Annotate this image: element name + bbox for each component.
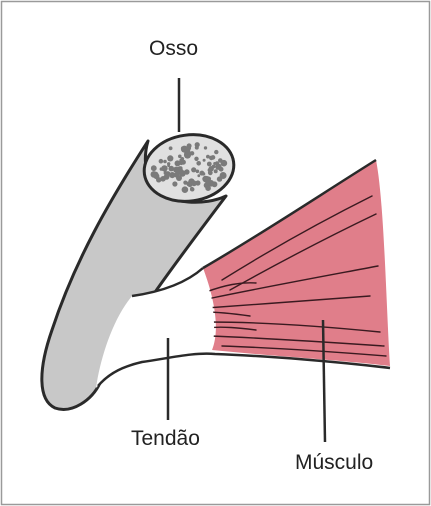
bone-pore	[191, 181, 195, 185]
bone-pore	[208, 166, 214, 172]
bone-pore	[163, 159, 167, 164]
bone-pore	[201, 172, 206, 176]
bone-pore	[207, 180, 215, 187]
bone-pore	[186, 143, 192, 149]
tendon-upper-edge	[131, 267, 204, 298]
muscle-fiber	[205, 295, 371, 309]
bone-pore	[161, 165, 168, 172]
bone-pore	[180, 157, 185, 161]
bone-pore	[168, 165, 175, 172]
bone-pore	[210, 155, 216, 160]
muscle-outline	[202, 158, 377, 270]
bone-pore	[190, 187, 195, 192]
bone-pore	[184, 170, 188, 174]
bone-pore	[214, 149, 219, 155]
bone-pore	[219, 172, 227, 179]
bone-pore	[214, 161, 220, 166]
bone-pore	[186, 181, 192, 187]
muscle-fibers	[203, 195, 387, 357]
bone-pore	[217, 165, 221, 169]
muscle	[203, 160, 390, 366]
bone-pore	[181, 186, 189, 193]
bone-label: Osso	[149, 37, 199, 60]
bone-pore	[202, 158, 206, 162]
bone-pore	[176, 167, 183, 174]
muscle-leader-line	[321, 319, 327, 443]
bone-pore	[189, 151, 195, 156]
bone-pore	[218, 177, 223, 182]
bone-pore	[205, 185, 211, 191]
bone-pore	[194, 145, 199, 150]
bone-pore	[202, 175, 209, 183]
bone-pore	[213, 169, 218, 174]
muscle-fiber	[205, 282, 257, 293]
tendon-label: Tendão	[131, 427, 200, 450]
bone-pore	[163, 174, 170, 180]
bone-pore	[180, 145, 188, 153]
bone-pore	[169, 172, 176, 179]
bone-pore	[156, 177, 162, 183]
bone-pore	[207, 170, 213, 176]
muscle-fiber	[209, 335, 385, 347]
bone-pore	[167, 155, 174, 162]
bone-pores	[150, 142, 228, 193]
bone-pore	[206, 154, 210, 159]
bone-pore	[203, 146, 208, 150]
bone-pore	[174, 160, 181, 167]
bone-pore	[172, 181, 178, 187]
muscle-label: Músculo	[295, 451, 374, 474]
muscle-fiber	[229, 213, 377, 291]
tendon	[96, 268, 215, 388]
muscle-fiber	[207, 321, 381, 333]
muscle-fiber	[211, 265, 379, 299]
bone-pore	[183, 180, 188, 185]
bone-pore	[191, 167, 197, 173]
bone-pore	[158, 158, 164, 164]
bone-pore	[150, 165, 157, 172]
bone-pore	[168, 146, 173, 151]
bone-pore	[178, 154, 182, 159]
bone-pore	[176, 175, 182, 181]
muscle-fiber	[221, 195, 373, 281]
bone-pore	[194, 156, 199, 161]
tendon-lower-edge	[97, 352, 391, 387]
muscle-fiber	[221, 345, 387, 357]
bone-pore	[206, 161, 212, 167]
bone-pore	[195, 169, 200, 174]
bone-pore	[196, 161, 201, 166]
bone-pore	[167, 164, 171, 168]
bone-pore	[197, 174, 201, 178]
bone-pore	[218, 158, 223, 163]
